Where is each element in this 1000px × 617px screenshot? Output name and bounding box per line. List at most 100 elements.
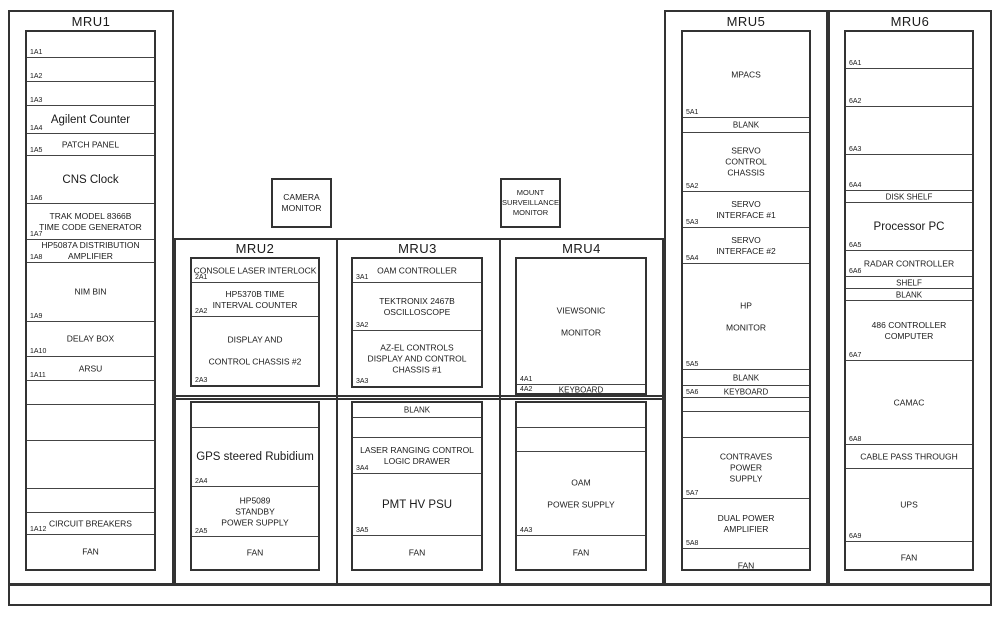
rack-slot-fan: FAN <box>353 535 481 569</box>
slot-label: RADAR CONTROLLER <box>863 258 955 268</box>
slot-code: 5A2 <box>686 183 699 190</box>
slot-label: SERVO INTERFACE #1 <box>716 198 776 220</box>
rack-slot-empty <box>353 417 481 437</box>
slot-label: LASER RANGING CONTROL LOGIC DRAWER <box>360 444 474 466</box>
rack-mru1-title: MRU1 <box>71 14 111 29</box>
slot-code: 5A3 <box>686 219 699 226</box>
slot-code: 1A3 <box>30 97 43 104</box>
slot-label: FAN <box>82 546 99 557</box>
rack-group-mru2-4-frame <box>174 238 664 585</box>
slot-code: 3A4 <box>356 465 369 472</box>
rack-slot-empty <box>27 404 154 440</box>
slot-label: OAM POWER SUPPLY <box>547 477 615 509</box>
slot-label: CAMAC <box>893 397 925 407</box>
slot-label: FAN <box>572 547 590 557</box>
slot-label: BLANK <box>732 373 760 382</box>
slot-code: 4A3 <box>520 527 533 534</box>
rack-slot-servo-control-chassis: SERVO CONTROL CHASSIS 5A2 <box>683 132 809 191</box>
slot-code: 1A8 <box>30 254 43 261</box>
rack-slot-cable-pass-through: CABLE PASS THROUGH <box>846 444 972 468</box>
rack-slot-ups: UPS 6A9 <box>846 468 972 541</box>
rack-slot-gps-steered-rubidium: GPS steered Rubidium 2A4 <box>192 427 318 486</box>
rack-slot-oam-controller: OAM CONTROLLER 3A1 <box>353 259 481 282</box>
slot-code: 2A1 <box>195 274 208 281</box>
rack-slot-empty: 1A3 <box>27 81 154 105</box>
slot-label: HP5087A DISTRIBUTION AMPLIFIER <box>41 240 140 261</box>
slot-label: FAN <box>900 552 918 562</box>
rack-slot-blank: BLANK <box>846 288 972 300</box>
slot-code: 3A3 <box>356 378 369 385</box>
slot-label: FAN <box>408 547 426 557</box>
rack-slot-empty <box>683 397 809 411</box>
slot-label: DISPLAY AND CONTROL CHASSIS #2 <box>208 334 302 367</box>
slot-label: HP5370B TIME INTERVAL COUNTER <box>212 288 298 310</box>
slot-code: 3A1 <box>356 274 369 281</box>
rack-slot-empty <box>683 411 809 437</box>
rack-slot-contraves-power-supply: CONTRAVES POWER SUPPLY 5A7 <box>683 437 809 498</box>
slot-label: SERVO CONTROL CHASSIS <box>725 145 767 178</box>
slot-label: CIRCUIT BREAKERS <box>49 518 132 528</box>
rack-slot-shelf: SHELF <box>846 276 972 288</box>
slot-label: DELAY BOX <box>66 333 115 344</box>
rack-mru6-frame <box>828 10 992 585</box>
slot-code: 1A11 <box>30 372 46 379</box>
slot-label: UPS <box>900 499 918 510</box>
slot-code: 3A5 <box>356 527 369 534</box>
slot-label: NIM BIN <box>74 286 107 297</box>
slot-code: 4A1 <box>520 376 533 383</box>
rack-slot-disk-shelf: DISK SHELF <box>846 190 972 202</box>
slot-label: HP5089 STANDBY POWER SUPPLY <box>221 495 289 527</box>
rack-divider-2-3 <box>336 238 338 585</box>
floor-line-bottom <box>8 604 992 606</box>
slot-label: AZ-EL CONTROLS DISPLAY AND CONTROL CHASS… <box>367 342 467 374</box>
slot-label: MPACS <box>731 69 761 79</box>
rack-slot-empty <box>27 488 154 512</box>
slot-label: CONTRAVES POWER SUPPLY <box>719 451 773 484</box>
rack-mru3-title: MRU3 <box>398 241 437 256</box>
slot-code: 5A7 <box>686 490 699 497</box>
rack-slot-display-and-control-chassis-2: DISPLAY AND CONTROL CHASSIS #2 2A3 <box>192 316 318 385</box>
rack-slot-fan: FAN <box>683 548 809 583</box>
slot-code: 2A2 <box>195 308 208 315</box>
slot-label: CNS Clock <box>62 173 119 186</box>
slot-label: PATCH PANEL <box>61 139 120 149</box>
slot-label: GPS steered Rubidium <box>196 451 314 463</box>
rack-slot-hp5370b-time-interval-counter: HP5370B TIME INTERVAL COUNTER 2A2 <box>192 282 318 316</box>
slot-label: 486 CONTROLLER COMPUTER <box>871 319 947 341</box>
slot-code: 3A2 <box>356 322 369 329</box>
slot-code: 5A1 <box>686 109 699 116</box>
slot-code: 6A3 <box>849 146 862 153</box>
slot-code: 6A2 <box>849 98 862 105</box>
slot-label: TEKTRONIX 2467B OSCILLOSCOPE <box>379 295 455 317</box>
slot-label: OAM CONTROLLER <box>377 265 457 275</box>
slot-label: SHELF <box>896 278 922 287</box>
slot-label: FAN <box>737 560 755 571</box>
rack-slot-blank: BLANK <box>683 369 809 385</box>
rack-mru2-title: MRU2 <box>235 241 275 256</box>
slot-label: KEYBOARD <box>558 385 604 394</box>
slot-code: 6A9 <box>849 533 862 540</box>
slot-code: 1A12 <box>30 526 47 533</box>
slot-code: 2A4 <box>195 478 208 485</box>
slot-code: 6A7 <box>849 352 862 359</box>
rack-mru1-frame <box>8 10 174 585</box>
mid-shelf-line <box>174 395 664 397</box>
rack-slot-486-controller-computer: 486 CONTROLLER COMPUTER 6A7 <box>846 300 972 360</box>
slot-code: 1A5 <box>30 147 43 154</box>
slot-label: BLANK <box>403 405 431 415</box>
slot-code: 6A1 <box>849 60 862 67</box>
slot-code: 2A3 <box>195 377 208 384</box>
